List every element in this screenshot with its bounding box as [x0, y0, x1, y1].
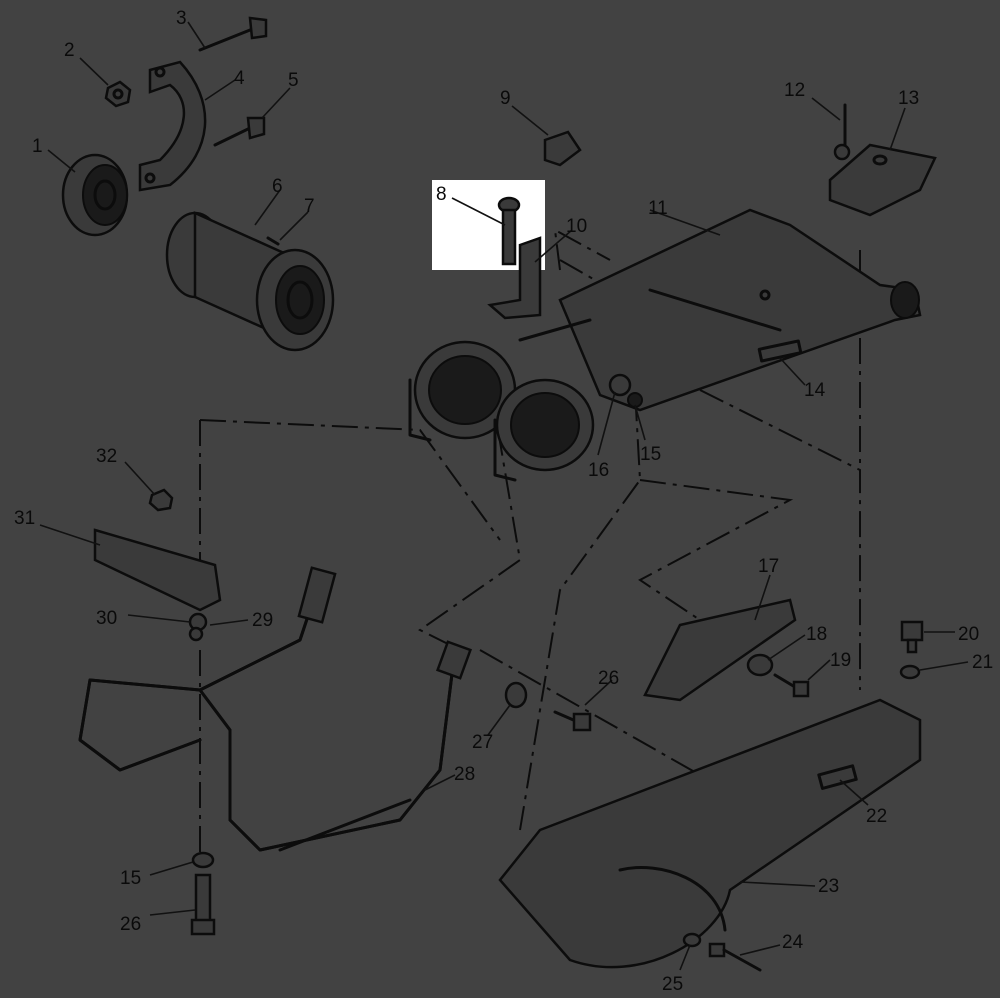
callout-17: 17	[758, 556, 779, 577]
part-28-tube-frame	[78, 566, 473, 852]
callout-leader-lines	[39, 21, 969, 971]
part-14-decal	[757, 339, 803, 363]
part-6-drum	[165, 211, 335, 352]
part-12-screw	[833, 103, 851, 161]
callout-11: 11	[648, 198, 668, 219]
callout-24: 24	[782, 932, 804, 953]
part-24-25-screw-washer	[682, 932, 762, 972]
callout-labels: 1 2 3 4 5 6 7 8 9 10 11 12 13 14 15 16 1…	[14, 8, 993, 995]
callout-14: 14	[804, 380, 826, 401]
part-2-nut	[104, 80, 132, 108]
callout-31: 31	[14, 508, 35, 529]
part-15-16-washer-bolt	[608, 373, 643, 408]
callout-13: 13	[898, 88, 919, 109]
callout-9: 9	[500, 88, 511, 109]
part-10-bracket	[487, 236, 542, 320]
callout-2: 2	[64, 40, 75, 61]
part-13-plate	[828, 143, 937, 217]
callout-10: 10	[566, 216, 587, 237]
part-23-guard-cover	[498, 698, 922, 969]
callout-8: 8	[436, 184, 447, 205]
part-20-knob	[900, 620, 924, 654]
part-3-bolt	[198, 16, 268, 52]
callout-15: 15	[640, 444, 661, 465]
part-7-pin	[266, 236, 280, 246]
callout-26-lower: 26	[120, 914, 141, 935]
callout-26-upper: 26	[598, 668, 619, 689]
part-21-washer	[899, 664, 921, 680]
part-31-angle-plate	[93, 528, 222, 612]
callout-4: 4	[234, 68, 245, 89]
callout-12: 12	[784, 80, 805, 101]
part-29-30-bolt-nut	[188, 612, 208, 642]
callout-25: 25	[662, 974, 683, 995]
part-8-bolt	[497, 196, 521, 266]
callout-22: 22	[866, 806, 887, 827]
callout-28: 28	[454, 764, 475, 785]
callout-5: 5	[288, 70, 299, 91]
part-17-shield-plate	[643, 598, 797, 702]
callout-23: 23	[818, 876, 839, 897]
callout-32: 32	[96, 446, 117, 467]
callout-19: 19	[830, 650, 851, 671]
part-15-26-lower-bolt	[190, 851, 216, 936]
part-1-roller	[61, 153, 129, 237]
part-26-27-bolt-washer	[504, 681, 592, 732]
callout-21: 21	[972, 652, 993, 673]
part-9-bushing	[543, 130, 582, 167]
part-18-spacer	[746, 653, 774, 677]
callout-15-lower: 15	[120, 868, 141, 889]
part-11-frame-arm	[558, 208, 922, 412]
part-4-strap-clamp	[138, 60, 207, 192]
callout-20: 20	[958, 624, 979, 645]
callout-16: 16	[588, 460, 609, 481]
callout-27: 27	[472, 732, 493, 753]
part-19-bolt	[773, 673, 810, 698]
part-5-bolt	[213, 116, 266, 147]
part-32-nut	[148, 488, 174, 512]
callout-29: 29	[252, 610, 273, 631]
callout-3: 3	[176, 8, 187, 29]
callout-18: 18	[806, 624, 827, 645]
callout-6: 6	[272, 176, 283, 197]
callout-7: 7	[304, 196, 315, 217]
callout-30: 30	[96, 608, 117, 629]
clamp-ring-housing	[408, 318, 595, 482]
callout-1: 1	[32, 136, 43, 157]
